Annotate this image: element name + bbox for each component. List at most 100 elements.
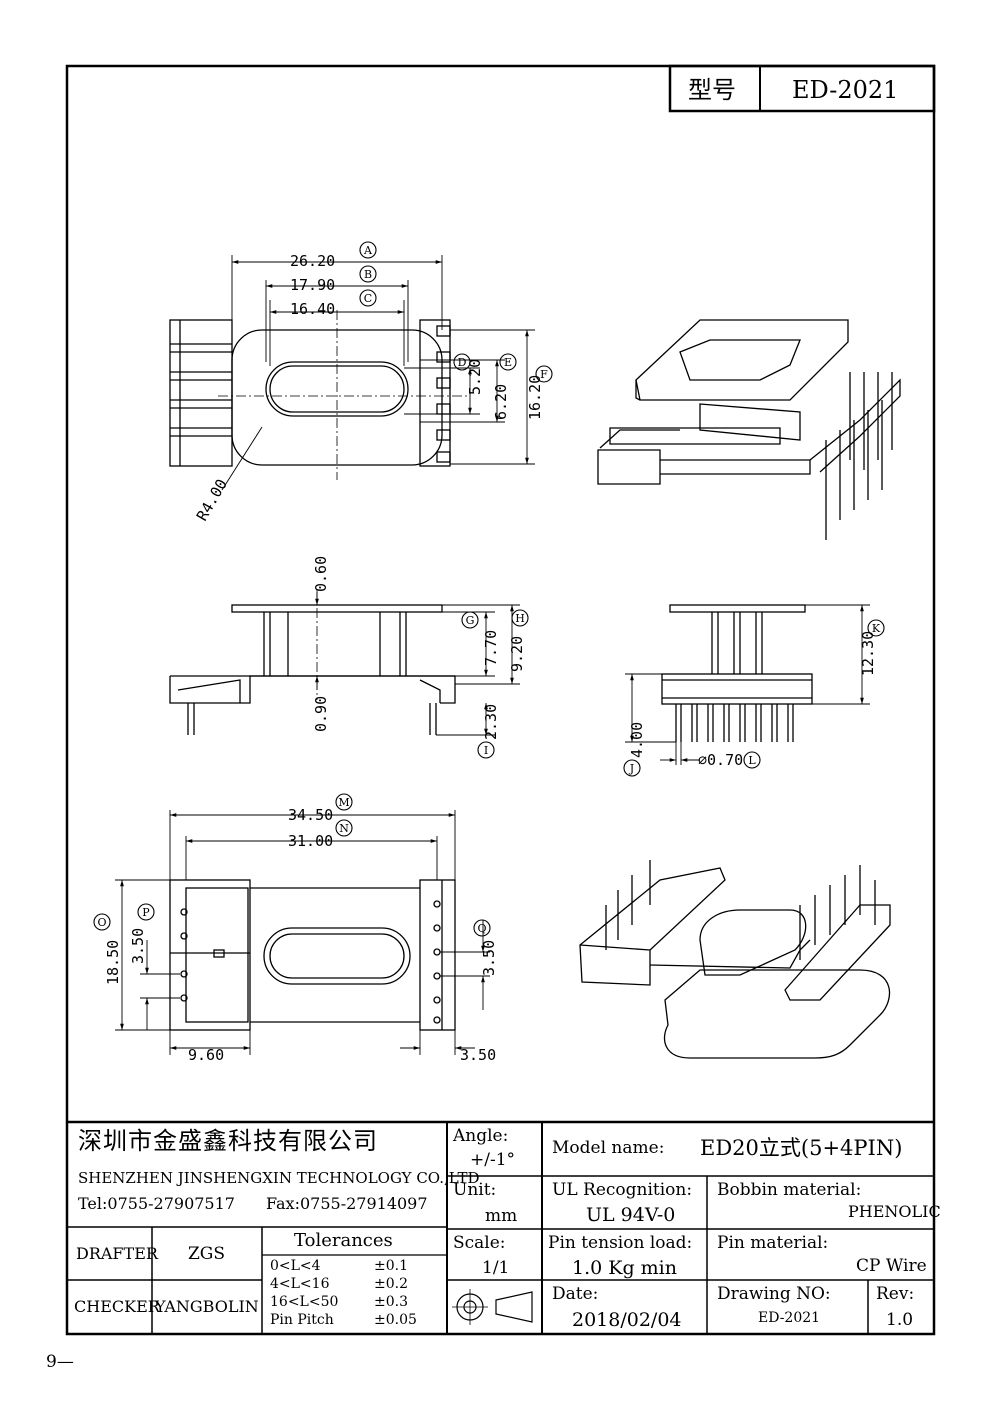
- dim-bottom-left: 9.60: [188, 1046, 224, 1064]
- dim-n: 31.00: [288, 832, 333, 850]
- svg-text:F: F: [540, 368, 548, 381]
- unit-label: Unit:: [453, 1180, 497, 1200]
- company-name-cn: 深圳市金盛鑫科技有限公司: [78, 1127, 378, 1155]
- marker-q: Q: [473, 919, 491, 937]
- dim-side-top: 0.60: [312, 556, 330, 592]
- front-view-dimensions: [625, 604, 870, 765]
- dim-l: ⌀0.70: [698, 751, 743, 769]
- marker-n: N: [335, 819, 353, 837]
- title-block-grid: [67, 1120, 934, 1334]
- bottom-view-pin-holes: [180, 900, 441, 1024]
- side-view: [169, 590, 456, 735]
- svg-text:G: G: [466, 614, 475, 627]
- dimension-markers: A B C D E F G H I J K L M N O P Q: [93, 241, 885, 937]
- dim-o: 18.50: [104, 940, 122, 985]
- projection-symbol-icon: [452, 1289, 533, 1325]
- drafter-value: ZGS: [188, 1244, 226, 1264]
- svg-text:K: K: [872, 622, 881, 635]
- svg-text:Q: Q: [477, 922, 486, 935]
- top-view-dimensions: [231, 255, 535, 465]
- scale-label: Scale:: [453, 1233, 506, 1253]
- marker-k: K: [867, 619, 885, 637]
- tolerance-row: 0<L<4 ±0.1: [270, 1258, 408, 1274]
- dimension-values: 26.20 17.90 16.40 5.20 6.20 16.20 R4.00 …: [104, 252, 877, 1064]
- marker-g: G: [461, 611, 479, 629]
- company-name-en: SHENZHEN JINSHENGXIN TECHNOLOGY CO.,LTD: [78, 1169, 480, 1187]
- marker-h: H: [511, 609, 529, 627]
- company-fax: Fax:0755-27914097: [266, 1194, 428, 1213]
- svg-text:C: C: [364, 292, 372, 305]
- dim-k: 12.30: [859, 631, 877, 676]
- tolerance-row: 16<L<50 ±0.3: [270, 1294, 408, 1310]
- tolerances-title: Tolerances: [294, 1230, 393, 1251]
- pin-tension-label: Pin tension load:: [548, 1233, 693, 1253]
- front-view-pins: [675, 704, 794, 742]
- svg-text:P: P: [142, 906, 150, 919]
- rev-value: 1.0: [886, 1310, 914, 1330]
- scale-value: 1/1: [482, 1258, 510, 1278]
- top-view: [169, 310, 470, 491]
- svg-text:L: L: [748, 754, 756, 767]
- pin-tension-value: 1.0 Kg min: [572, 1257, 677, 1279]
- marker-j: J: [623, 759, 641, 777]
- dim-side-bottom: 0.90: [312, 696, 330, 732]
- dim-j: 4.00: [628, 722, 646, 758]
- dim-p: 3.50: [129, 928, 147, 964]
- bobbin-label: Bobbin material:: [717, 1180, 862, 1200]
- bobbin-value: PHENOLIC: [848, 1202, 941, 1221]
- unit-value: mm: [485, 1206, 518, 1226]
- angle-value: +/-1°: [470, 1150, 516, 1170]
- model-tag-code: ED-2021: [792, 76, 899, 104]
- outer-frame: [65, 64, 936, 1336]
- marker-i: I: [477, 741, 495, 759]
- dim-h: 9.20: [508, 636, 526, 672]
- date-label: Date:: [552, 1284, 599, 1304]
- dim-c: 16.40: [290, 300, 335, 318]
- marker-a: A: [359, 241, 377, 259]
- pin-material-label: Pin material:: [717, 1233, 829, 1253]
- dim-f: 16.20: [526, 375, 544, 420]
- svg-text:B: B: [364, 268, 372, 281]
- svg-text:N: N: [339, 822, 349, 835]
- drawing-no-value: ED-2021: [758, 1310, 821, 1326]
- svg-text:I: I: [484, 744, 488, 757]
- marker-d: D: [453, 353, 471, 371]
- marker-o: O: [93, 913, 111, 931]
- dim-g: 7.70: [482, 630, 500, 666]
- front-view: [661, 604, 813, 742]
- svg-text:D: D: [458, 356, 467, 369]
- model-name-label: Model name:: [552, 1138, 665, 1158]
- pin-material-value: CP Wire: [856, 1256, 927, 1276]
- marker-l: L: [743, 751, 761, 769]
- ul-value: UL 94V-0: [586, 1204, 676, 1226]
- drafter-label: DRAFTER: [76, 1244, 158, 1263]
- model-tag-box: [668, 64, 936, 113]
- isometric-view-bottom: [579, 860, 891, 1059]
- model-name-value: ED20立式(5+4PIN): [700, 1136, 903, 1160]
- checker-label: CHECKER: [74, 1297, 160, 1316]
- dim-m: 34.50: [288, 806, 333, 824]
- marker-m: M: [335, 793, 353, 811]
- tolerances-table: 0<L<4 ±0.1 4<L<16 ±0.2 16<L<50 ±0.3 Pin …: [270, 1258, 445, 1330]
- angle-label: Angle:: [453, 1126, 509, 1146]
- svg-text:A: A: [363, 244, 373, 257]
- svg-text:J: J: [629, 762, 634, 775]
- marker-e: E: [499, 353, 517, 371]
- isometric-view-top: [597, 319, 901, 540]
- svg-text:M: M: [338, 796, 349, 809]
- date-value: 2018/02/04: [572, 1309, 682, 1331]
- ul-label: UL Recognition:: [552, 1180, 693, 1200]
- company-tel: Tel:0755-27907517: [78, 1194, 235, 1213]
- footer-mark: 9—: [46, 1352, 74, 1372]
- bottom-view: [169, 879, 456, 1031]
- model-tag-label: 型号: [688, 76, 736, 104]
- dim-a: 26.20: [290, 252, 335, 270]
- dim-q: 3.50: [480, 940, 498, 976]
- checker-value: YANGBOLIN: [155, 1297, 259, 1316]
- svg-text:H: H: [515, 612, 525, 625]
- dim-d: 5.20: [466, 359, 484, 395]
- marker-p: P: [137, 903, 155, 921]
- dim-b: 17.90: [290, 276, 335, 294]
- dim-i: 2.30: [482, 704, 500, 740]
